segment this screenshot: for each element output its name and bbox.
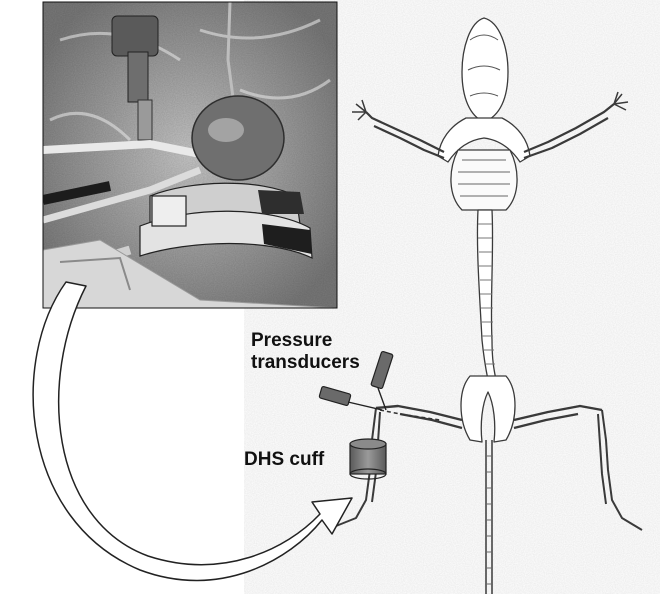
pressure-transducers-label: Pressure transducers <box>251 330 360 374</box>
dhs-cuff-icon <box>350 439 386 479</box>
pressure-label-line2: transducers <box>251 352 360 374</box>
pressure-label-line1: Pressure <box>251 330 360 352</box>
dhs-cuff-label: DHS cuff <box>244 449 324 471</box>
ribcage <box>451 150 517 210</box>
surgical-photo <box>43 2 337 308</box>
